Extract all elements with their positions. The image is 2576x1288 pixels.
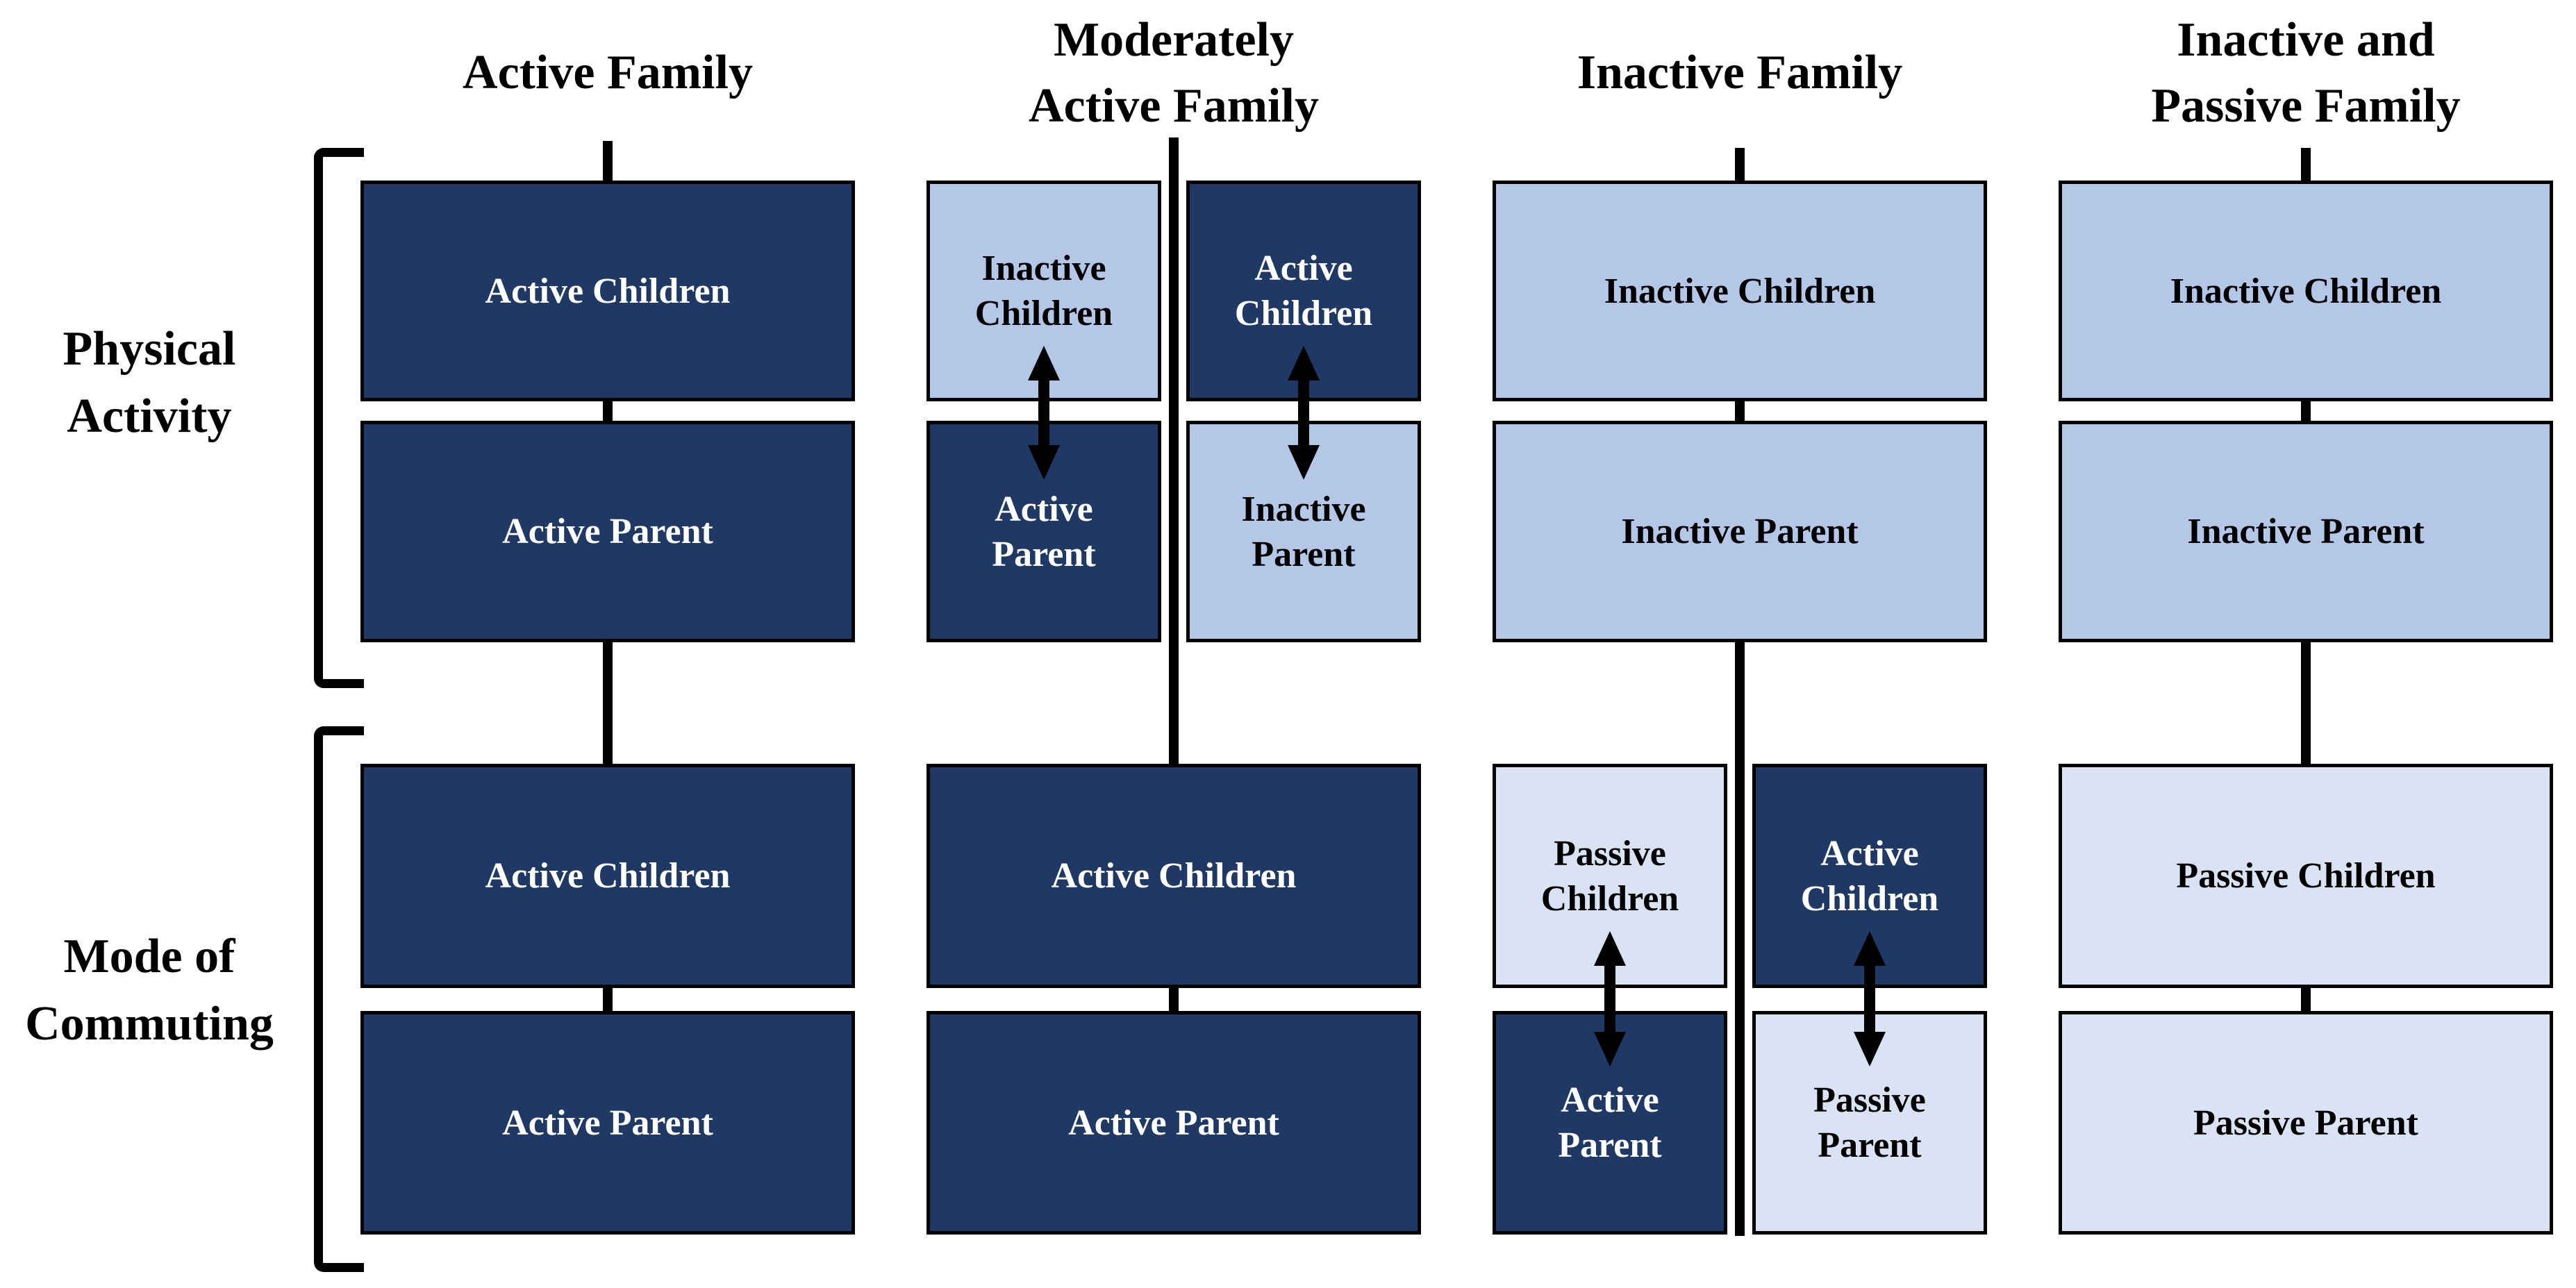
row-label-line: Mode of [63, 930, 235, 983]
box-col2-pa-right-inactive-parent: Inactive Parent [1186, 421, 1421, 642]
connector-line-col4-3 [2301, 988, 2311, 1012]
box-col4-pa-inactive-children: Inactive Children [2059, 181, 2553, 401]
box-col1-pa-active-children: Active Children [360, 181, 855, 401]
box-col4-pa-inactive-parent: Inactive Parent [2059, 421, 2553, 642]
box-col1-mc-active-children: Active Children [360, 764, 855, 988]
interaction-arrow-col3-mc-right-shaft [1864, 966, 1875, 1032]
box-col3-mc-left-passive-children: Passive Children [1493, 764, 1727, 988]
row-label-line: Activity [67, 389, 232, 443]
interaction-arrow-col2-pa-right [1288, 346, 1320, 480]
interaction-arrow-col2-pa-left [1028, 346, 1060, 480]
connector-line-col2-1 [1169, 988, 1179, 1012]
interaction-arrow-col3-mc-right [1854, 931, 1886, 1067]
column-title-line: Moderately [1054, 12, 1294, 67]
interaction-arrow-col2-pa-left-head-down [1028, 445, 1060, 480]
box-col3-pa-inactive-children: Inactive Children [1493, 181, 1987, 401]
interaction-arrow-col2-pa-left-shaft [1038, 380, 1049, 445]
column-title-line: Active Family [463, 46, 753, 100]
column-title-line: Passive Family [2151, 79, 2461, 133]
box-col2-mc-active-children: Active Children [926, 764, 1421, 988]
interaction-arrow-col3-mc-left-head-up [1594, 931, 1626, 966]
interaction-arrow-col2-pa-right-head-up [1288, 346, 1320, 380]
box-col4-mc-passive-parent: Passive Parent [2059, 1011, 2553, 1235]
physical-activity-bracket [314, 148, 364, 688]
interaction-arrow-col3-mc-right-head-up [1854, 931, 1886, 966]
row-label-physical-activity: Physical Activity [0, 316, 299, 450]
interaction-arrow-col2-pa-right-shaft [1298, 380, 1309, 445]
connector-line-col3-2 [1735, 641, 1745, 1236]
box-col4-mc-passive-children: Passive Children [2059, 764, 2553, 988]
box-col1-mc-active-parent: Active Parent [360, 1011, 855, 1235]
box-col1-pa-active-parent: Active Parent [360, 421, 855, 642]
column-title-3: Inactive Family [1493, 7, 1987, 139]
connector-line-col4-2 [2301, 641, 2311, 765]
connector-line-col3-1 [1735, 400, 1745, 422]
column-title-1: Active Family [360, 7, 855, 139]
box-col3-mc-right-passive-parent: Passive Parent [1752, 1011, 1987, 1235]
column-title-line: Inactive Family [1577, 46, 1903, 100]
connector-line-col3-0 [1735, 148, 1745, 182]
row-label-line: Physical [63, 322, 236, 376]
interaction-arrow-col2-pa-right-head-down [1288, 445, 1320, 480]
connector-line-col2-0 [1169, 137, 1179, 765]
connector-line-col1-1 [603, 400, 613, 422]
box-col3-pa-inactive-parent: Inactive Parent [1493, 421, 1987, 642]
interaction-arrow-col3-mc-left [1594, 931, 1626, 1067]
connector-line-col1-3 [603, 988, 613, 1012]
box-col2-pa-right-active-children: Active Children [1186, 181, 1421, 401]
connector-line-col4-1 [2301, 400, 2311, 422]
row-label-mode-of-commuting: Mode of Commuting [0, 923, 299, 1057]
box-col2-mc-active-parent: Active Parent [926, 1011, 1421, 1235]
interaction-arrow-col3-mc-left-shaft [1604, 966, 1615, 1032]
row-label-line: Commuting [25, 996, 274, 1051]
connector-line-col4-0 [2301, 148, 2311, 182]
interaction-arrow-col2-pa-left-head-up [1028, 346, 1060, 380]
column-title-line: Active Family [1029, 79, 1319, 133]
mode-of-commuting-bracket [314, 726, 364, 1272]
interaction-arrow-col3-mc-left-head-down [1594, 1032, 1626, 1067]
column-title-line: Inactive and [2177, 12, 2435, 67]
connector-line-col1-0 [603, 141, 613, 182]
connector-line-col1-2 [603, 641, 613, 765]
interaction-arrow-col3-mc-right-head-down [1854, 1032, 1886, 1067]
